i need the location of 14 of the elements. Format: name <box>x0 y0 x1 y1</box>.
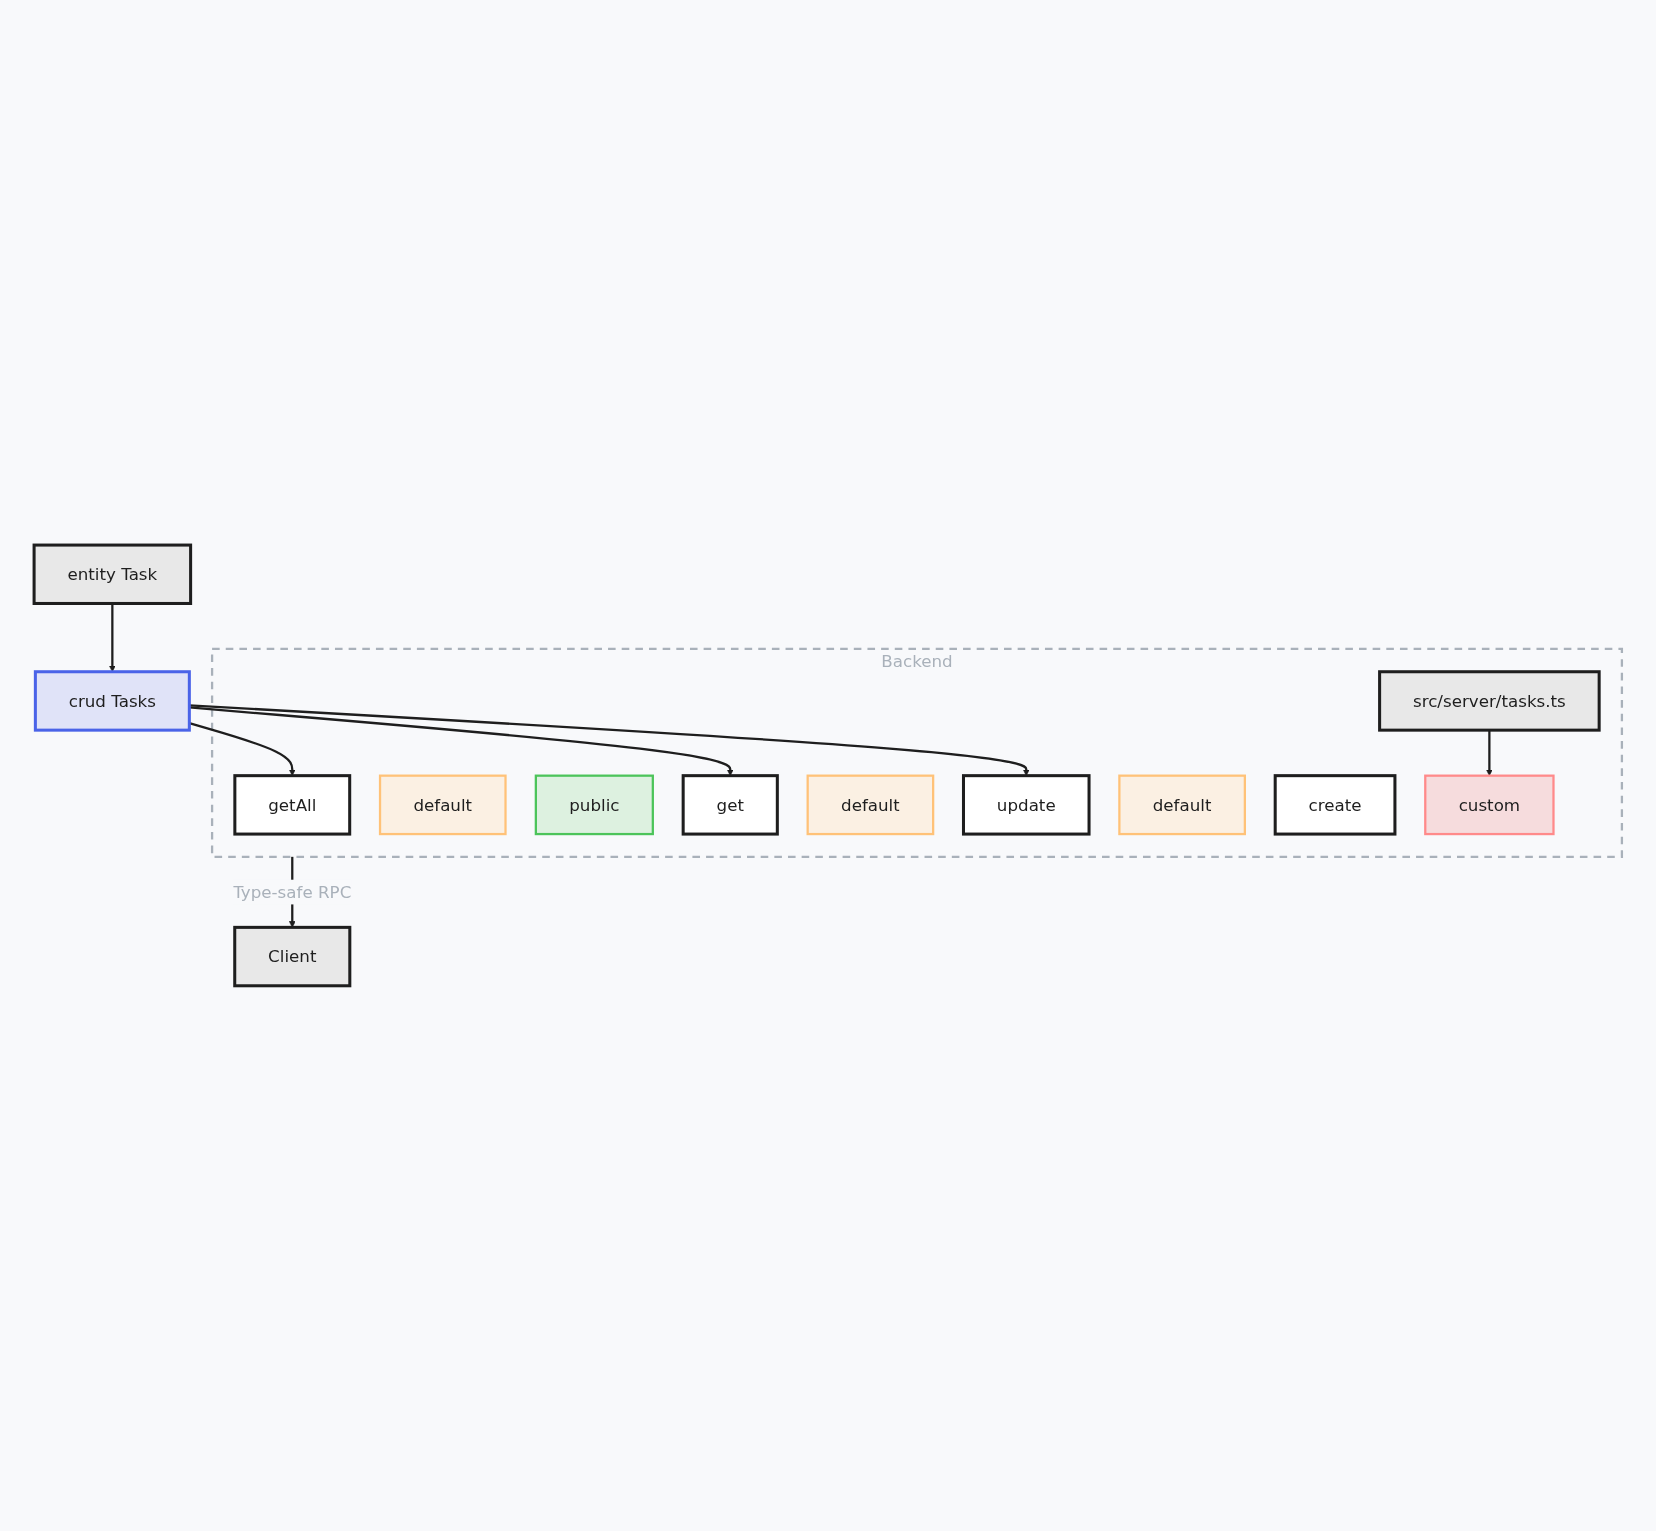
node-box: default <box>806 774 935 836</box>
node-box: public <box>534 774 654 836</box>
node-box: entity Task <box>32 543 193 606</box>
node-box: getAll <box>233 774 352 836</box>
node-box: get <box>681 774 779 836</box>
node-box: create <box>1273 774 1397 836</box>
node-box: default <box>378 774 507 836</box>
node-box: update <box>961 774 1091 836</box>
node-box: Client <box>233 925 352 988</box>
node-box: default <box>1118 774 1246 836</box>
node-box: src/server/tasks.ts <box>1378 670 1601 732</box>
edge-label: Type-safe RPC <box>233 882 352 902</box>
node-box: custom <box>1424 774 1555 836</box>
node-box: crud Tasks <box>33 670 191 732</box>
